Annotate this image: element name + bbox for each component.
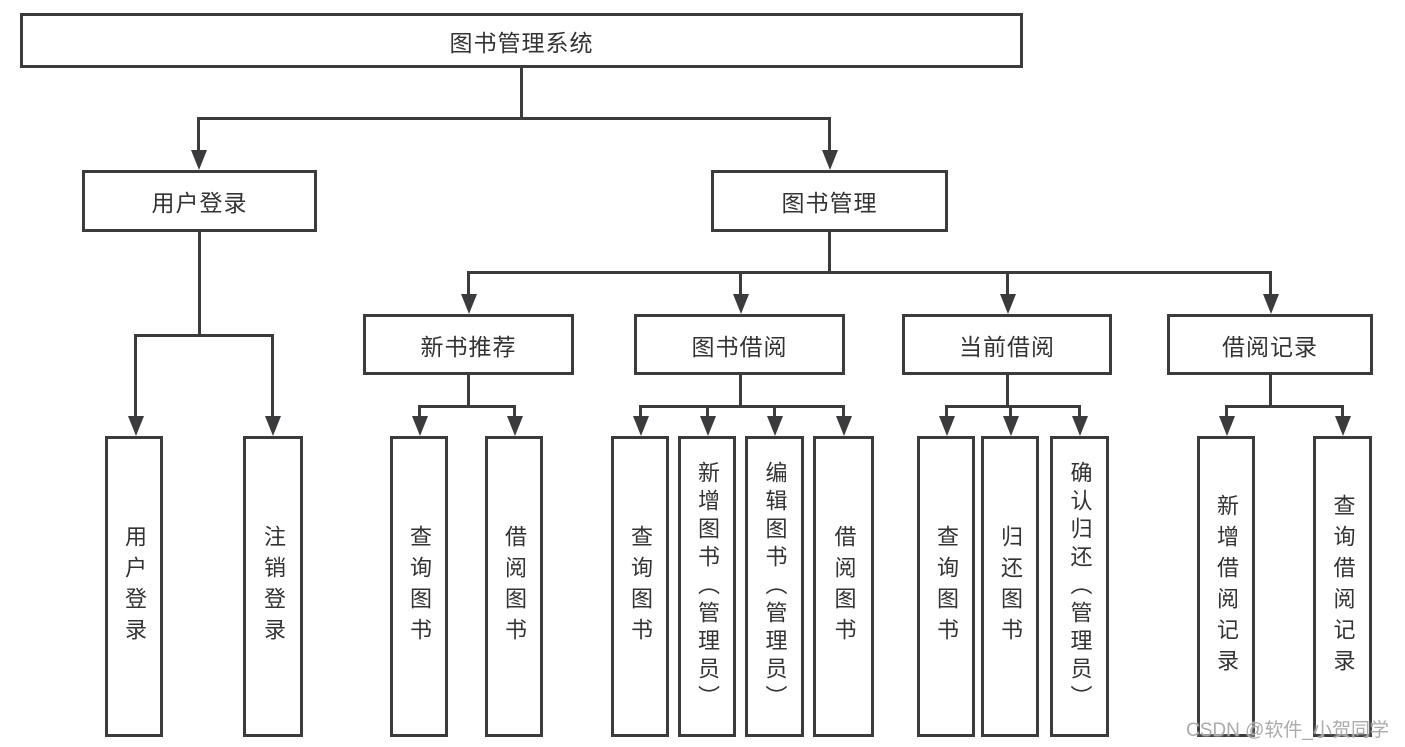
connector-user-login-branch	[134, 334, 274, 337]
connector-new-books-trunk	[467, 374, 470, 408]
connector-borrowing-trunk	[739, 374, 742, 408]
leaf-records-add-record: 新增借阅记录	[1197, 436, 1255, 737]
leaf-logout-login: 注销登录	[243, 436, 303, 737]
leaf-user-login: 用户登录	[105, 436, 163, 737]
connector-arrow-bb-query	[632, 406, 649, 436]
connector-arrow-leaf-user-login	[127, 335, 144, 436]
connector-arrow-borrow-records	[1262, 272, 1279, 314]
node-current-borrowing: 当前借阅	[902, 314, 1112, 375]
connector-arrow-nb-borrow	[506, 406, 523, 436]
node-borrow-records: 借阅记录	[1167, 314, 1373, 375]
leaf-current-confirm-return-admin: 确认归还（管理员）	[1050, 436, 1109, 737]
connector-arrow-current-borrow	[999, 272, 1016, 314]
connector-arrow-bb-borrow	[835, 406, 852, 436]
csdn-watermark: CSDN @软件_小贺同学	[1186, 720, 1389, 741]
connector-arrow-cb-return	[1002, 406, 1019, 436]
connector-arrow-bb-add	[699, 406, 716, 436]
leaf-records-query-record: 查询借阅记录	[1313, 436, 1372, 737]
connector-current-trunk	[1006, 374, 1009, 408]
leaf-newbooks-borrow-books: 借阅图书	[485, 436, 543, 737]
connector-new-books-branch	[418, 405, 516, 408]
connector-arrow-br-add	[1218, 406, 1235, 436]
connector-arrow-borrowing	[732, 272, 749, 314]
leaf-borrowing-add-books-admin: 新增图书（管理员）	[678, 436, 736, 737]
leaf-current-return-books: 归还图书	[981, 436, 1039, 737]
node-new-book-recommend: 新书推荐	[363, 314, 574, 375]
connector-arrow-nb-query	[411, 406, 428, 436]
connector-arrow-book-management	[821, 118, 838, 170]
connector-borrowing-branch	[639, 405, 845, 408]
leaf-borrowing-query-books: 查询图书	[611, 436, 669, 737]
connector-arrow-cb-confirm	[1071, 406, 1088, 436]
connector-arrow-new-books	[460, 272, 477, 314]
connector-user-login-trunk	[198, 231, 201, 336]
connector-arrow-leaf-logout	[264, 335, 281, 436]
connector-records-trunk	[1269, 374, 1272, 408]
connector-arrow-user-login	[190, 118, 207, 170]
node-book-management: 图书管理	[711, 170, 948, 232]
connector-root-trunk	[520, 68, 523, 120]
leaf-borrowing-edit-books-admin: 编辑图书（管理员）	[745, 436, 804, 737]
connector-arrow-cb-query	[938, 406, 955, 436]
connector-records-branch	[1225, 405, 1344, 408]
leaf-current-query-books: 查询图书	[917, 436, 975, 737]
connector-current-branch	[945, 405, 1081, 408]
node-root: 图书管理系统	[20, 13, 1023, 68]
connector-book-management-branch	[467, 271, 1272, 274]
connector-root-branch	[197, 117, 831, 120]
node-user-login: 用户登录	[82, 170, 317, 232]
node-book-borrowing: 图书借阅	[634, 314, 845, 375]
connector-arrow-bb-edit	[766, 406, 783, 436]
leaf-newbooks-query-books: 查询图书	[390, 436, 448, 737]
leaf-borrowing-borrow-books: 借阅图书	[813, 436, 874, 737]
connector-book-management-trunk	[828, 231, 831, 273]
connector-arrow-br-query	[1334, 406, 1351, 436]
